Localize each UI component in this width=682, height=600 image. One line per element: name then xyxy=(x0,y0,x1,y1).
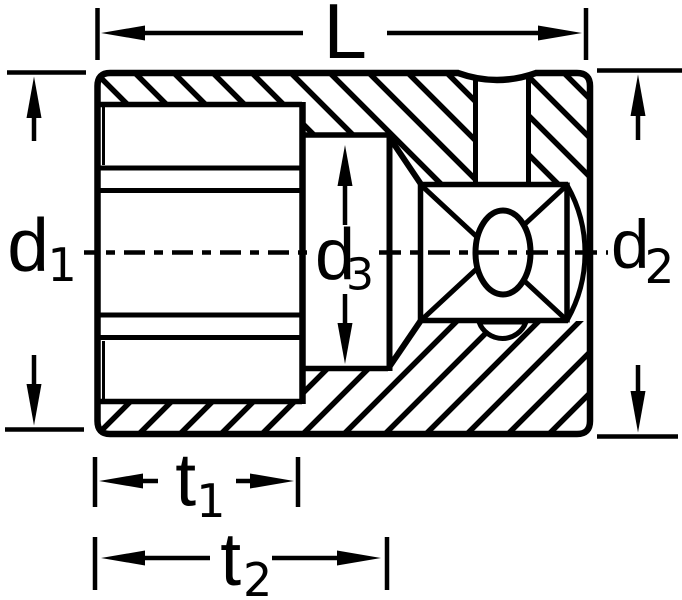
outer-contour xyxy=(94,69,594,438)
dimension-t2 xyxy=(92,537,390,590)
L-arrow-right xyxy=(538,25,582,41)
dimension-t1 xyxy=(92,457,301,507)
d3-arrow-up xyxy=(337,145,353,186)
detent-ball xyxy=(475,319,530,341)
d1-arrow-down xyxy=(26,384,42,426)
pin-hole xyxy=(473,76,531,184)
label-t2-sub: 2 xyxy=(243,553,272,600)
square-recess-edges xyxy=(419,181,568,324)
pin-hole-band xyxy=(478,66,526,182)
label-L: L xyxy=(324,0,367,75)
dimension-d2 xyxy=(597,68,682,439)
label-d2: d xyxy=(611,206,649,283)
dimension-d3 xyxy=(337,145,353,364)
d2-arrow-down xyxy=(630,391,646,433)
t1-arrow-right xyxy=(250,473,294,489)
t1-arrow-left xyxy=(99,473,143,489)
label-t1: t xyxy=(175,438,196,522)
label-d3-sub: 3 xyxy=(346,250,374,301)
d2-arrow-up xyxy=(630,74,646,116)
label-d1-sub: 1 xyxy=(48,238,77,292)
label-t2: t xyxy=(220,517,241,600)
d3-arrow-down xyxy=(337,323,353,364)
label-d2-sub: 2 xyxy=(645,240,675,295)
t2-arrow-right xyxy=(337,550,381,566)
L-arrow-left xyxy=(101,25,145,41)
dimension-L xyxy=(95,8,589,60)
cone-edge-top xyxy=(387,135,424,187)
cone-edge-bottom xyxy=(387,317,424,369)
dimension-d1 xyxy=(5,70,86,432)
d1-arrow-up xyxy=(26,76,42,118)
label-d3: d xyxy=(315,215,355,295)
t2-arrow-left xyxy=(101,550,145,566)
label-t1-sub: 1 xyxy=(196,474,225,528)
label-d1: d xyxy=(7,203,49,287)
